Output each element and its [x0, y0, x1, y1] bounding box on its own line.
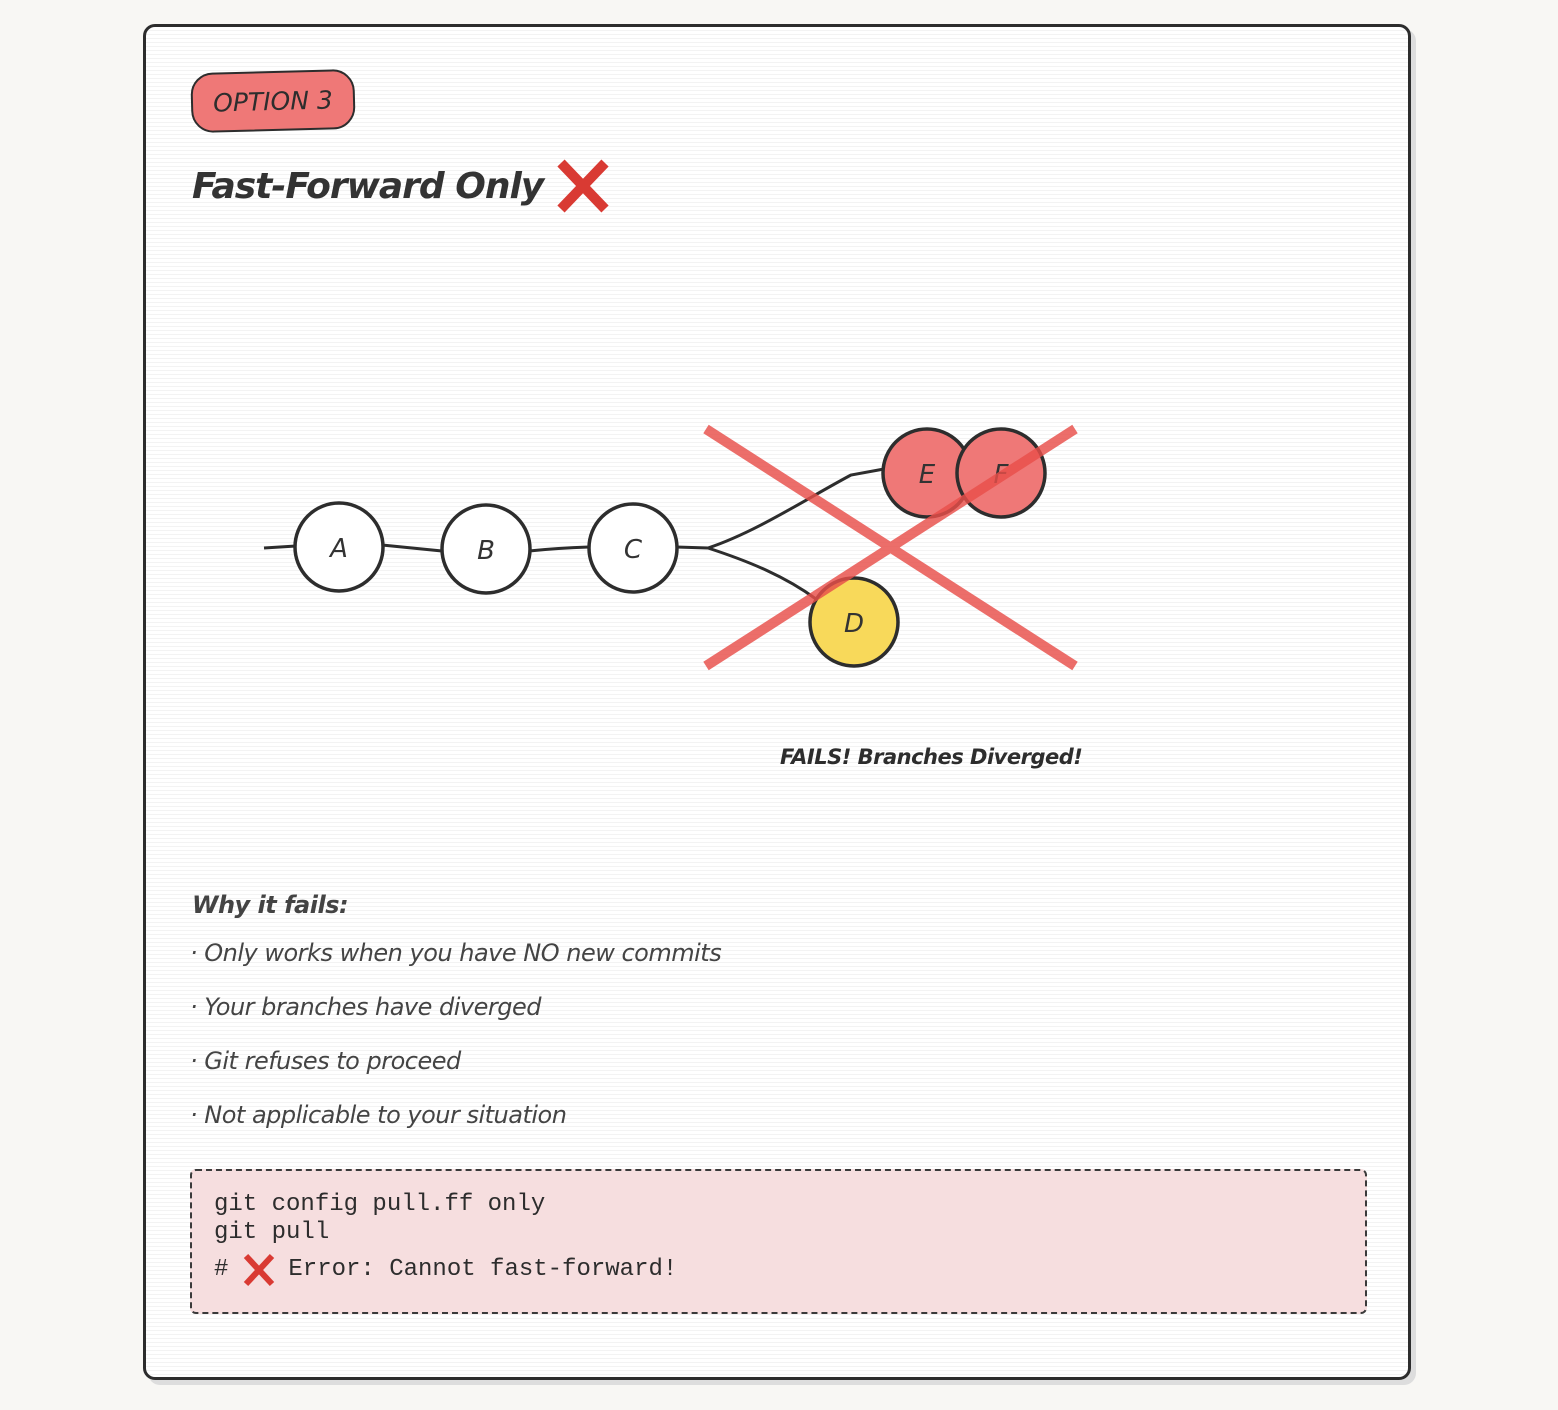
option-title: Fast-Forward Only	[192, 165, 544, 207]
commit-node-d: D	[808, 576, 900, 668]
title-row: Fast-Forward Only	[192, 157, 611, 215]
reason-item: Your branches have diverged	[190, 993, 721, 1047]
graph-edge-fork-d	[707, 546, 817, 601]
reason-item: Not applicable to your situation	[190, 1101, 721, 1155]
reason-item: Git refuses to proceed	[190, 1047, 721, 1101]
reasons-list: Only works when you have NO new commits …	[190, 939, 721, 1155]
why-heading: Why it fails:	[192, 891, 349, 919]
commit-label-b: B	[477, 536, 495, 566]
code-block: git config pull.ff only git pull # Error…	[190, 1169, 1367, 1314]
option-card: OPTION 3 Fast-Forward Only A B	[143, 24, 1411, 1380]
commit-node-c: C	[587, 502, 679, 594]
commit-graph: A B C D E F	[263, 424, 1078, 671]
commit-label-e: E	[919, 460, 936, 490]
fail-label: FAILS! Branches Diverged!	[780, 745, 1083, 769]
cross-mark-icon	[557, 159, 609, 213]
code-line-error: # Error: Cannot fast-forward!	[214, 1253, 1343, 1287]
graph-edge-c-fork	[675, 545, 709, 550]
code-line-config: git config pull.ff only	[214, 1191, 546, 1218]
commit-label-a: A	[328, 534, 348, 564]
code-error-text: Error: Cannot fast-forward!	[288, 1256, 678, 1283]
commit-label-c: C	[624, 535, 643, 565]
error-cross-icon	[244, 1253, 275, 1287]
code-comment-prefix: #	[214, 1256, 229, 1283]
commit-node-a: A	[293, 501, 385, 593]
commit-node-e: E	[881, 427, 973, 519]
graph-edge-start	[263, 544, 297, 550]
commit-node-b: B	[440, 503, 532, 595]
commit-label-d: D	[844, 609, 864, 639]
code-line-pull: git pull	[214, 1219, 330, 1246]
diverged-cross-icon	[703, 424, 1078, 671]
graph-edge-b-c	[528, 545, 590, 553]
reason-item: Only works when you have NO new commits	[190, 939, 721, 993]
graph-edge-fork-e	[707, 467, 885, 550]
graph-edge-a-b	[381, 543, 443, 553]
